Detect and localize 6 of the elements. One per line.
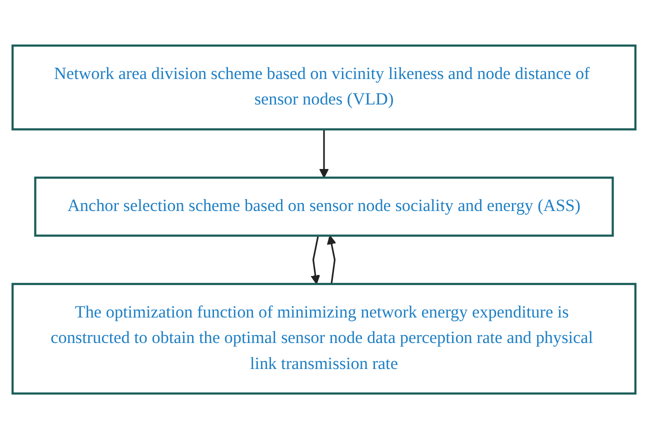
node-box: Network area division scheme based on vicinity likeness and node distance of sensor nodes (VLD) <box>12 44 636 130</box>
arrow <box>310 235 320 284</box>
node-box: The optimization function of minimizing network energy expenditure is constructed to obtain the optimal sensor node data perception rate and physical link transmission rate <box>12 282 636 395</box>
node-box: Anchor selection scheme based on sensor node sociality and energy (ASS) <box>34 176 614 237</box>
arrow <box>319 129 329 178</box>
arrow <box>326 235 336 284</box>
